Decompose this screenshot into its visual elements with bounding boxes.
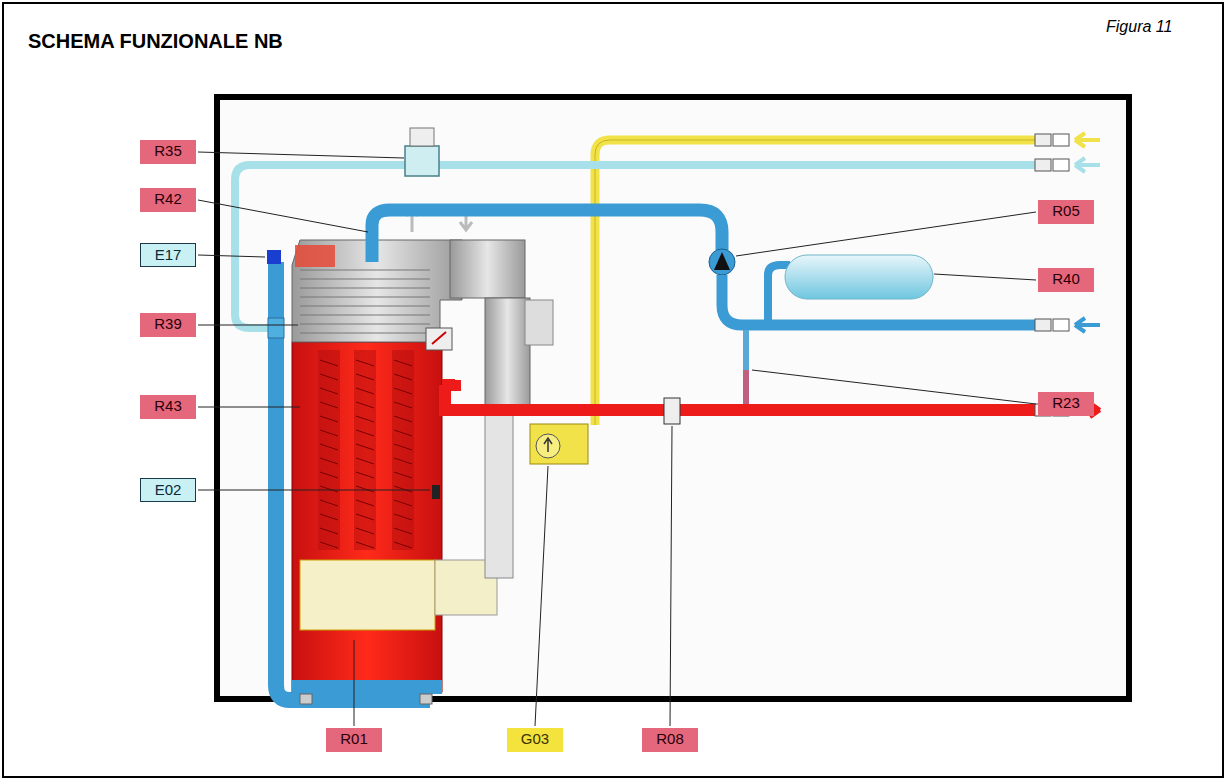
- figure-number: Figura 11: [1106, 16, 1172, 38]
- diagram-title: SCHEMA FUNZIONALE NB: [28, 30, 283, 53]
- gas-pipe: [595, 140, 1035, 425]
- callout-number: R05: [1038, 200, 1094, 224]
- flow-switch: [405, 146, 439, 176]
- gas-tube: [485, 408, 513, 578]
- boiler-fins: [318, 350, 414, 550]
- burner: [300, 560, 435, 630]
- panel: [217, 97, 1129, 699]
- heating-pipe: [372, 210, 722, 262]
- pipe-joint: [268, 318, 284, 338]
- callout-number: R39: [140, 313, 196, 337]
- exchanger-fins: [300, 270, 430, 333]
- return-in-arrow: [1075, 318, 1100, 332]
- flow-pipe: [442, 380, 1035, 410]
- callout-number: R43: [140, 395, 196, 419]
- boiler-base: [292, 680, 442, 694]
- leader-lines: [198, 152, 1036, 726]
- bypass: [743, 330, 749, 410]
- callout-number: E02: [140, 478, 196, 502]
- expansion-vessel: [785, 255, 933, 299]
- callout-number: R01: [326, 728, 382, 752]
- fan-motor: [525, 300, 553, 345]
- frame: [3, 3, 1223, 777]
- sensor-e17: [267, 250, 281, 264]
- callout-number: R42: [140, 188, 196, 212]
- gas-in-arrow: [1075, 133, 1100, 147]
- fan: [450, 240, 525, 298]
- gas-pipe-edge: [595, 140, 1035, 425]
- callout-number: G03: [507, 728, 563, 752]
- callout-number: R40: [1038, 268, 1094, 292]
- callout-number: R35: [140, 140, 196, 164]
- cold-in-arrow: [1075, 158, 1100, 172]
- callout-number: E17: [140, 243, 196, 267]
- fan-duct: [485, 298, 530, 408]
- callout-number: R08: [642, 728, 698, 752]
- callout-number: R23: [1038, 392, 1094, 416]
- gas-valve: [530, 424, 588, 464]
- sensor-r08: [664, 398, 680, 424]
- boiler-body: [292, 342, 442, 692]
- pump: [709, 249, 735, 275]
- thermostat: [426, 328, 452, 350]
- flow-switch-head: [410, 128, 434, 146]
- electrode: [432, 485, 440, 499]
